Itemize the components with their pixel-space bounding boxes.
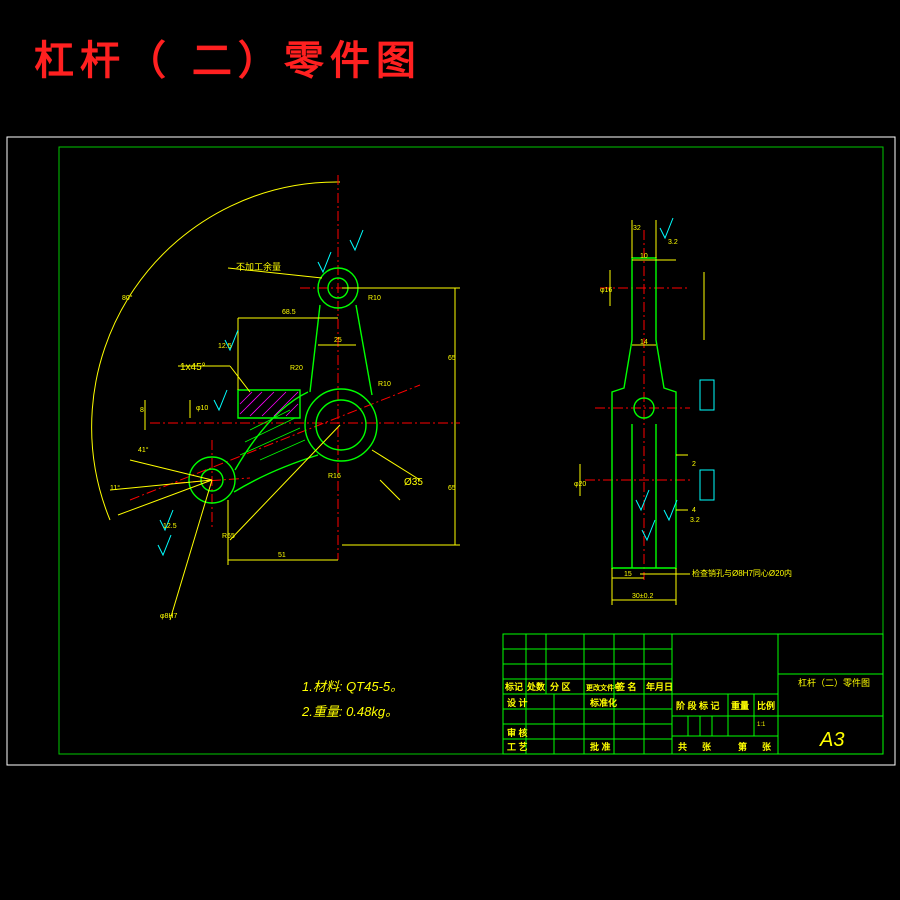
tb-label-mark: 标记: [504, 681, 523, 692]
dim-chamfer: 1x45°: [180, 362, 206, 373]
tb-scale-value: 1:1: [757, 722, 766, 728]
dim-8: 8: [140, 407, 144, 414]
tb-label-zone: 分 区: [550, 681, 571, 692]
note-weight: 2.重量: 0.48kg。: [301, 704, 398, 719]
dim-r20: R20: [290, 365, 303, 372]
side-dim-2: 2: [692, 461, 696, 468]
dim-65-b: 65: [448, 485, 456, 492]
dim-phi10: φ10: [196, 405, 208, 412]
front-outline: [188, 267, 378, 504]
tb-part-name: 杠杆（二）零件图: [798, 677, 870, 688]
side-roughness-symbols: [635, 217, 715, 542]
side-view: 32 10 φ16 14 φ20 15 30±0.2 2 4 3.2 3.2 检…: [574, 217, 792, 605]
front-centerlines: [129, 175, 460, 560]
side-dim-phi20: φ20: [574, 481, 586, 488]
tb-standardize: 标准化: [589, 697, 617, 708]
dim-65-a: 65: [448, 355, 456, 362]
side-dim-14: 14: [640, 339, 648, 346]
side-dim-3-2-b: 3.2: [668, 239, 678, 246]
dim-12-5-a: 12.5: [218, 343, 232, 350]
dim-12-5-b: 12.5: [163, 523, 177, 530]
tb-weight: 重量: [731, 700, 749, 711]
dim-r16: R16: [328, 473, 341, 480]
side-dim-30: 30±0.2: [632, 593, 653, 600]
tb-approve: 批 准: [590, 741, 611, 752]
dim-68-5: 68.5: [282, 309, 296, 316]
dim-angle-80: 80°: [122, 294, 133, 302]
front-roughness-symbols: [157, 229, 364, 557]
tb-sheet-size: A3: [819, 729, 844, 751]
drawing-frame: [58, 146, 884, 755]
dim-angle-11: 11°: [110, 484, 120, 492]
note-material: 1.材料: QT45-5。: [302, 679, 403, 694]
dim-r10-b: R10: [378, 381, 391, 388]
dim-phi35: Ø35: [404, 477, 423, 488]
title-block-labels: 标记 处数 分 区 更改文件号 签 名 年月日 设 计 标准化 审 核 工 艺 …: [504, 677, 870, 752]
front-hatching: [239, 391, 299, 417]
front-dimension-lines: [109, 267, 460, 621]
side-dimension-lines: [579, 220, 705, 605]
dim-phi8h7: φ8H7: [160, 613, 177, 620]
dim-51: 51: [278, 552, 286, 559]
tb-label-date: 年月日: [646, 681, 673, 692]
tb-label-count: 处数: [526, 681, 546, 692]
tb-total: 共: [678, 741, 687, 752]
note-no-machining: 不加工余量: [236, 261, 281, 272]
side-dim-3-2-a: 3.2: [690, 517, 700, 524]
tb-stage-mark: 阶 段 标 记: [676, 700, 720, 711]
arc-dimension-r65: [91, 181, 341, 521]
side-dim-phi16: φ16: [600, 287, 612, 294]
title-block: [502, 633, 884, 755]
tb-label-change-doc: 更改文件号: [586, 683, 621, 692]
tb-scale: 比例: [757, 700, 775, 711]
dim-r65: R65: [222, 533, 235, 540]
front-view: 68.5 25 R10 R10 8 φ10 65 65 51 R65 R16 φ…: [91, 175, 460, 621]
dim-r10: R10: [368, 295, 381, 302]
dim-25: 25: [334, 337, 342, 344]
tb-sheets: 张: [702, 741, 712, 752]
dim-angle-41: 41°: [138, 446, 149, 454]
side-note-inspection: 检查销孔与Ø8H7同心Ø20内: [692, 568, 792, 578]
side-dim-15: 15: [624, 571, 632, 578]
side-dim-4: 4: [692, 507, 696, 514]
rib-hatching: [239, 409, 306, 461]
outer-border: [6, 136, 896, 766]
side-centerlines: [585, 230, 690, 580]
side-dim-10: 10: [640, 253, 648, 260]
page-title: 杠杆（ 二）零件图: [34, 37, 422, 84]
tb-sheet-of: 张: [762, 741, 772, 752]
technical-notes: 1.材料: QT45-5。 2.重量: 0.48kg。: [301, 679, 403, 719]
tb-process: 工 艺: [507, 741, 528, 752]
tb-label-sign: 签 名: [615, 681, 637, 692]
tb-sheet-no: 第: [738, 741, 747, 752]
tb-review: 审 核: [507, 727, 528, 738]
tb-design: 设 计: [507, 697, 528, 708]
side-dim-32: 32: [633, 225, 641, 232]
